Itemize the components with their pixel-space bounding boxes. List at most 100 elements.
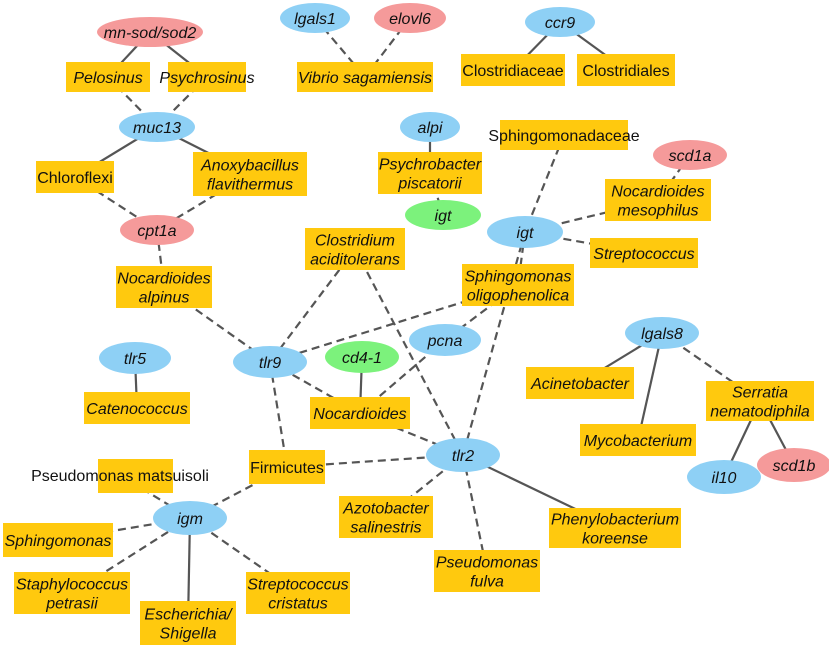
taxon-box: [461, 54, 565, 86]
node-label: salinestris: [350, 520, 421, 537]
node-label: petrasii: [45, 596, 98, 613]
node-serratia[interactable]: Serratia nematodiphila: [706, 381, 814, 421]
node-escherichia[interactable]: Escherichia/Shigella: [140, 601, 236, 645]
node-phenylo[interactable]: Phenylobacterium koreense: [549, 508, 681, 548]
gene-ellipse: [119, 112, 195, 142]
taxon-box: [434, 550, 540, 592]
taxon-box: [168, 62, 246, 92]
node-label: muc13: [133, 120, 181, 137]
node-alpi[interactable]: alpi: [400, 112, 460, 142]
node-igm[interactable]: igm: [153, 501, 227, 535]
gene-ellipse: [99, 342, 171, 374]
node-psmats[interactable]: Pseudomonas matsuisoli: [31, 459, 209, 493]
gene-ellipse: [97, 17, 203, 47]
node-clostridiaceae[interactable]: Clostridiaceae: [461, 54, 565, 86]
gene-ellipse: [400, 112, 460, 142]
node-lgals8[interactable]: lgals8: [625, 317, 699, 349]
node-label: nematodiphila: [710, 404, 810, 421]
node-muc13[interactable]: muc13: [119, 112, 195, 142]
node-label: flavithermus: [207, 177, 293, 194]
node-elovl6[interactable]: elovl6: [374, 3, 446, 33]
node-nocardioides[interactable]: Nocardioides: [310, 397, 410, 429]
node-lgals1[interactable]: lgals1: [280, 3, 350, 33]
taxon-box: [249, 450, 325, 484]
edge-igm-staph: [71, 517, 191, 594]
node-ccr9[interactable]: ccr9: [525, 7, 595, 37]
taxon-box: [590, 238, 698, 268]
node-label: Pelosinus: [73, 70, 142, 87]
taxon-box: [549, 508, 681, 548]
taxon-box: [140, 601, 236, 645]
node-tlr9[interactable]: tlr9: [233, 346, 307, 378]
node-scd1a[interactable]: scd1a: [653, 140, 727, 170]
node-anoxy[interactable]: Anoxybacillus flavithermus: [193, 152, 307, 196]
node-label: alpinus: [139, 290, 190, 307]
node-scd1b[interactable]: scd1b: [757, 448, 829, 482]
edge-clostacid-tlr9: [269, 248, 356, 363]
node-label: cd4-1: [342, 350, 382, 367]
node-mycobacterium[interactable]: Mycobacterium: [580, 424, 696, 456]
node-label: aciditolerans: [310, 252, 400, 269]
node-pelosinus[interactable]: Pelosinus: [66, 62, 150, 92]
node-label: Nocardioides: [313, 406, 406, 423]
node-label: Sphingomonadaceae: [488, 128, 639, 145]
node-label: tlr2: [452, 448, 474, 465]
node-chloroflexi[interactable]: Chloroflexi: [36, 161, 114, 193]
node-label: Chloroflexi: [37, 170, 113, 187]
node-mnsod[interactable]: mn-sod/sod2: [97, 17, 203, 47]
node-label: Acinetobacter: [530, 376, 630, 393]
node-il10[interactable]: il10: [687, 460, 761, 494]
taxon-box: [98, 459, 173, 493]
node-label: mesophilus: [618, 203, 699, 220]
node-label: scd1b: [773, 458, 816, 475]
node-psychrosinus[interactable]: Psychrosinus: [159, 62, 255, 92]
node-label: cpt1a: [137, 223, 176, 240]
taxon-box: [526, 367, 634, 399]
taxon-box: [500, 120, 628, 150]
node-clostridiales[interactable]: Clostridiales: [577, 54, 675, 86]
taxon-box: [193, 152, 307, 196]
node-cpt1a[interactable]: cpt1a: [120, 215, 194, 245]
node-label: Serratia: [732, 385, 788, 402]
node-strep[interactable]: Streptococcus: [590, 238, 698, 268]
node-label: Phenylobacterium: [551, 512, 679, 529]
node-firmicutes[interactable]: Firmicutes: [249, 450, 325, 484]
gene-ellipse: [625, 317, 699, 349]
node-pcna[interactable]: pcna: [409, 324, 481, 356]
node-sphingomonas[interactable]: Sphingomonas: [3, 523, 113, 557]
node-acinetobacter[interactable]: Acinetobacter: [526, 367, 634, 399]
node-tlr5[interactable]: tlr5: [99, 342, 171, 374]
edge-nocmeso-igt: [524, 198, 659, 234]
node-igtgreen[interactable]: igt: [405, 200, 481, 230]
node-label: Sphingomonas: [465, 269, 572, 286]
node-label: koreense: [582, 531, 648, 548]
taxon-box: [310, 397, 410, 429]
node-label: Mycobacterium: [584, 433, 692, 450]
node-tlr2[interactable]: tlr2: [426, 438, 500, 472]
node-catenococcus[interactable]: Catenococcus: [84, 392, 190, 424]
taxon-box: [66, 62, 150, 92]
node-label: Streptococcus: [247, 577, 348, 594]
gene-ellipse: [405, 200, 481, 230]
node-label: Clostridiales: [582, 63, 669, 80]
node-cd41[interactable]: cd4-1: [325, 341, 399, 373]
node-label: ccr9: [545, 15, 575, 32]
node-label: Psychrobacter: [379, 157, 482, 174]
node-label: Firmicutes: [250, 460, 324, 477]
node-label: tlr5: [124, 351, 146, 368]
node-vibrio[interactable]: Vibrio sagamiensis: [297, 62, 433, 92]
node-sphingomonadaceae[interactable]: Sphingomonadaceae: [488, 120, 640, 150]
taxon-box: [577, 54, 675, 86]
taxon-box: [605, 179, 711, 221]
node-igt[interactable]: igt: [487, 216, 563, 248]
node-label: Anoxybacillus: [200, 158, 299, 175]
